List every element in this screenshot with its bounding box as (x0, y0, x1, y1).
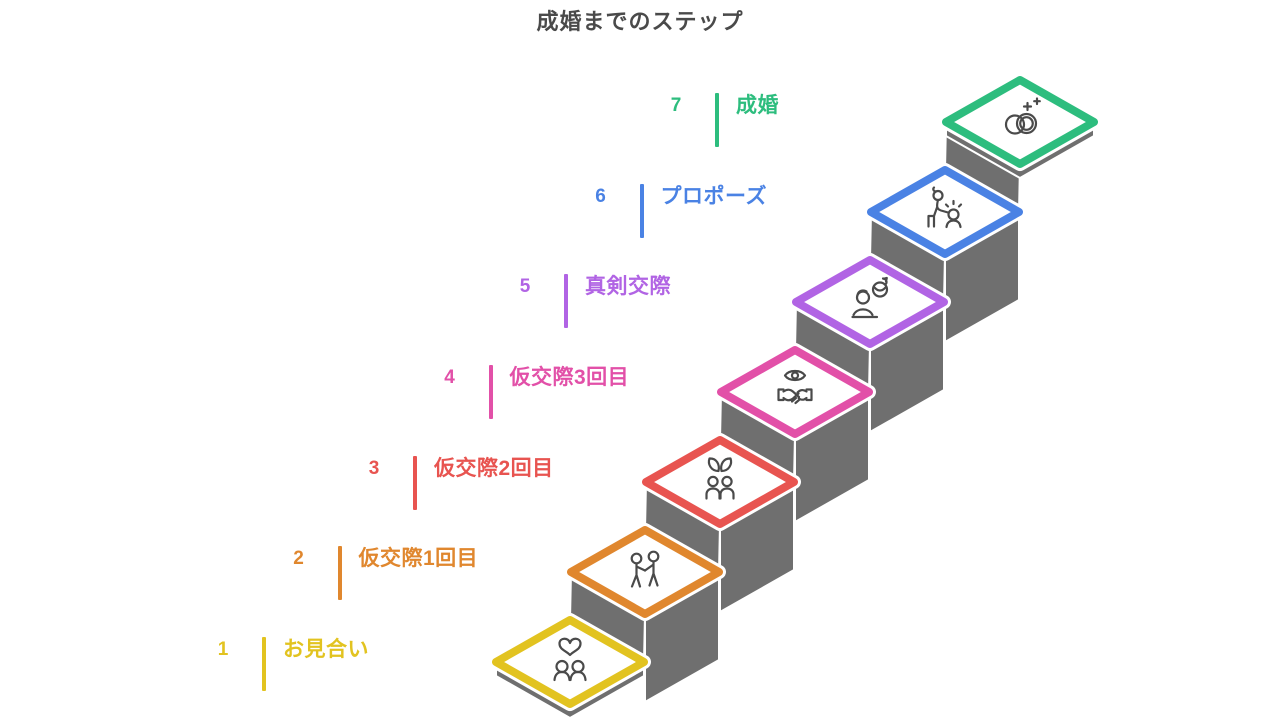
step-title: 仮交際2回目 (434, 456, 554, 480)
step-title: 成婚 (736, 93, 779, 117)
staircase-step-7 (939, 73, 1101, 213)
staircase-step-1 (489, 613, 651, 719)
step-number: 2 (293, 548, 304, 570)
step-label-4: 4 仮交際3回目 (439, 364, 630, 419)
step-divider-bar (715, 92, 719, 147)
step-divider-bar (413, 455, 417, 510)
wedding-rings-icon (1004, 97, 1041, 135)
step-label-3: 3 仮交際2回目 (363, 455, 554, 510)
dinner-date-icon (851, 276, 889, 319)
meeting-icon (630, 550, 660, 588)
step-diamond (492, 616, 648, 708)
step-divider-bar (488, 364, 493, 419)
step-title: 仮交際3回目 (509, 365, 630, 389)
step-number: 3 (368, 457, 380, 479)
staircase-step-3 (639, 433, 801, 613)
step-number: 7 (670, 94, 682, 116)
step-divider-bar (262, 637, 266, 691)
proposal-icon (927, 186, 963, 229)
step-label-7: 7 成婚 (665, 92, 779, 147)
step-number: 1 (217, 639, 229, 660)
page-title: 成婚までのステップ (536, 9, 744, 34)
step-divider-bar (639, 183, 644, 238)
step-diamond (642, 436, 798, 528)
step-title: 真剣交際 (585, 275, 671, 299)
couple-sprout-icon (705, 457, 735, 500)
heart-couple-icon (553, 637, 587, 682)
step-divider-bar (337, 546, 342, 601)
step-divider-bar (564, 274, 568, 329)
step-label-6: 6 プロポーズ (590, 183, 767, 238)
step-title: プロポーズ (660, 184, 767, 208)
step-number: 6 (595, 185, 606, 207)
staircase-step-5 (789, 253, 951, 433)
step-title: お見合い (283, 638, 369, 661)
step-number: 5 (519, 276, 531, 298)
step-diamond (792, 256, 948, 348)
step-label-2: 2 仮交際1回目 (288, 546, 479, 601)
step-title: 仮交際1回目 (358, 547, 479, 571)
step-diamond (567, 526, 723, 618)
eye-handshake-icon (777, 369, 813, 405)
staircase-step-4 (714, 343, 876, 523)
step-label-1: 1 お見合い (212, 637, 369, 691)
staircase-step-6 (864, 163, 1026, 343)
step-label-5: 5 真剣交際 (514, 274, 671, 329)
step-number: 4 (444, 366, 455, 388)
